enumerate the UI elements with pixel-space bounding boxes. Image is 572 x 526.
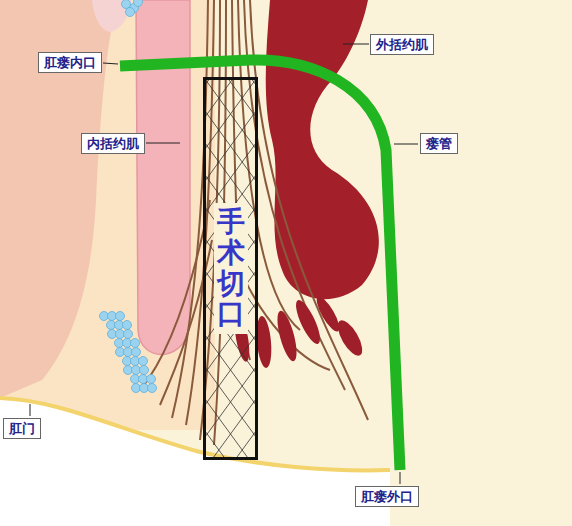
hatch-line (205, 367, 256, 437)
hatch-line (205, 431, 256, 458)
fat-globule (116, 312, 125, 321)
hatch-line (205, 111, 256, 181)
fat-globule (131, 339, 140, 348)
fistula-tract (120, 60, 400, 470)
fat-globule (134, 0, 143, 7)
hatch-line (205, 431, 256, 458)
fat-globule (139, 357, 148, 366)
muscle-fiber (236, 260, 330, 370)
label-box: 瘘管 (420, 133, 458, 154)
hatch-line (205, 335, 256, 405)
leader-line (30, 404, 31, 416)
leader-line (103, 63, 118, 64)
muscle-bundle (274, 309, 301, 363)
external-sphincter (266, 0, 379, 299)
muscle-bundle (333, 317, 367, 360)
hatch-line (205, 79, 256, 117)
hatch-line (205, 79, 256, 117)
part-label: 肛门 (9, 421, 35, 436)
fat-globule (132, 348, 141, 357)
leader-lines (30, 44, 418, 484)
incision-box: 手术切口 (203, 77, 258, 460)
part-label: 内括约肌 (87, 136, 139, 151)
hatch-line (205, 79, 256, 149)
label-box: 肛门 (3, 418, 41, 439)
fat-globule (148, 384, 157, 393)
hatch-line (205, 335, 256, 405)
skin-edge (0, 398, 390, 470)
mucosa (92, 0, 132, 32)
part-label: 外括约肌 (376, 37, 428, 52)
leader-line (146, 143, 180, 144)
fat-globule (124, 330, 133, 339)
label-box: 肛瘘内口 (38, 52, 102, 73)
incision-hatching (205, 79, 256, 458)
label-box: 内括约肌 (81, 133, 145, 154)
fat-globule (123, 321, 132, 330)
leader-line (400, 472, 401, 484)
hatch-line (205, 399, 256, 458)
incision-label: 手术切口 (214, 203, 248, 334)
label-box: 外括约肌 (370, 34, 434, 55)
hatch-line (205, 111, 256, 181)
part-label: 肛瘘内口 (44, 55, 96, 70)
rectal-wall (0, 0, 118, 398)
part-label: 瘘管 (426, 136, 452, 151)
fat-globule (126, 8, 135, 17)
hatch-line (205, 367, 256, 437)
label-box: 肛瘘外口 (355, 486, 419, 507)
fat-tissue (100, 0, 157, 393)
external-sphincter-fibres (232, 294, 367, 369)
hatch-line (205, 399, 256, 458)
anal-skin (0, 398, 390, 526)
hatch-line (205, 79, 256, 149)
fat-globule (147, 375, 156, 384)
internal-sphincter (136, 0, 190, 354)
leader-line (394, 144, 418, 145)
part-label: 肛瘘外口 (361, 489, 413, 504)
leader-line (343, 44, 369, 45)
fat-globule (140, 366, 149, 375)
